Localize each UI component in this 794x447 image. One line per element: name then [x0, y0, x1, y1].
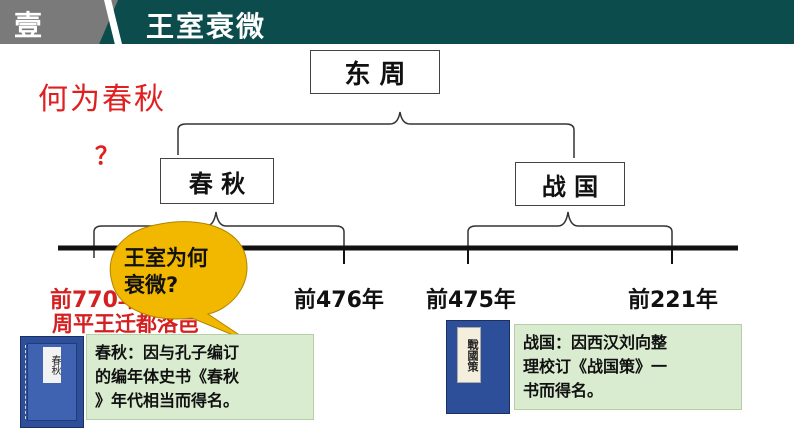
- bubble-line-2: 衰微?: [124, 273, 179, 297]
- note-chunqiu-line-2: 的编年体史书《春秋: [95, 367, 240, 386]
- year-475bc: 前475年: [426, 288, 516, 313]
- section-badge: [0, 0, 118, 44]
- zhanguoce-book-cover: 戰國策: [446, 320, 510, 414]
- question-mark: ？: [95, 142, 119, 170]
- note-zhanguo-line-1: 战国：因西汉刘向整: [523, 333, 668, 352]
- tree-node-chunqiu: 春 秋: [160, 158, 274, 204]
- tree-root-dongzhou: 东 周: [310, 50, 440, 94]
- question-heading: 何为春秋: [38, 82, 166, 117]
- bubble-line-1: 王室为何: [124, 246, 208, 270]
- note-chunqiu-line-3: 》年代相当而得名。: [95, 391, 240, 410]
- header-bar: [0, 0, 794, 44]
- note-chunqiu-line-1: 春秋：因与孔子编订: [95, 343, 240, 362]
- page-title: 王室衰微: [146, 10, 267, 43]
- note-zhanguo-line-2: 理校订《战国策》一: [523, 357, 668, 376]
- year-221bc: 前221年: [628, 288, 718, 313]
- note-zhanguo: 战国：因西汉刘向整 理校订《战国策》一 书而得名。: [514, 324, 742, 410]
- tree-node-zhanguo: 战 国: [515, 162, 625, 206]
- section-badge-label: 壹: [14, 9, 43, 42]
- year-476bc: 前476年: [294, 288, 384, 313]
- chunqiu-book-cover: 春秋: [20, 336, 84, 428]
- chunqiu-book-label: 春秋: [43, 347, 61, 383]
- note-zhanguo-line-3: 书而得名。: [523, 381, 604, 400]
- note-chunqiu: 春秋：因与孔子编订 的编年体史书《春秋 》年代相当而得名。: [86, 334, 314, 420]
- zhanguoce-book-label: 戰國策: [457, 327, 481, 383]
